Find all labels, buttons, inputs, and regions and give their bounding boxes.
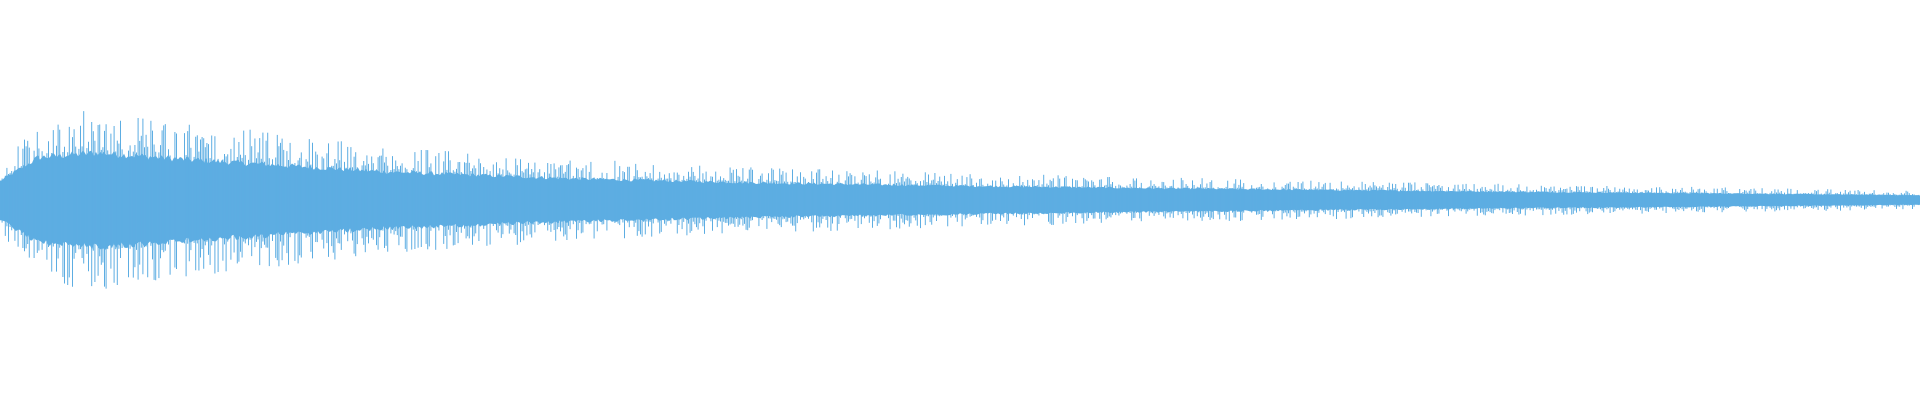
waveform-chart <box>0 111 1920 289</box>
